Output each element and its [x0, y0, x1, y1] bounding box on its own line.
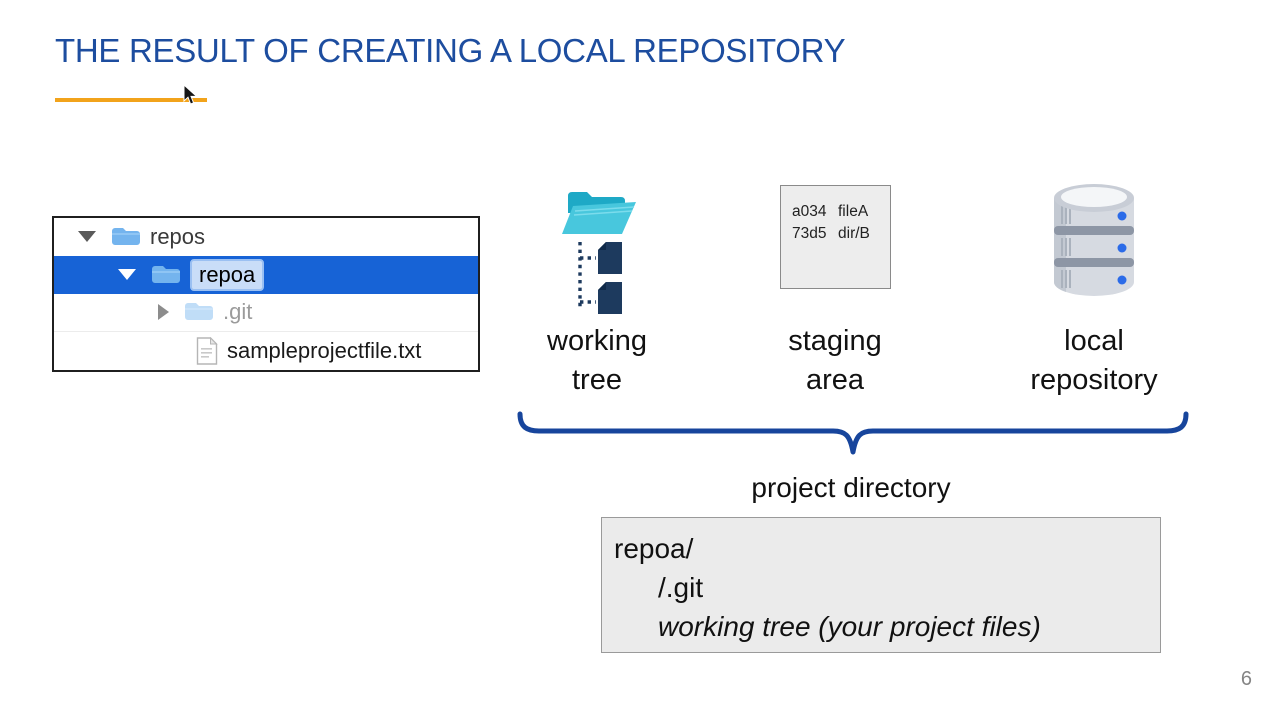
label-line: area: [805, 364, 865, 396]
staging-area-label: staging area: [750, 322, 920, 400]
document-icon: [196, 337, 218, 365]
tree-row-git: .git: [54, 294, 478, 332]
directory-structure-box: repoa/ /.git working tree (your project …: [601, 517, 1161, 653]
rename-field: repoa: [190, 258, 265, 291]
label-line: tree: [572, 364, 622, 396]
tree-row-repoa: repoa: [54, 255, 478, 294]
working-tree-icon: [562, 192, 636, 314]
folder-icon: [185, 303, 213, 321]
tree-row-repos: repos: [54, 218, 478, 256]
folder-icon: [112, 227, 140, 245]
working-tree-label: working tree: [512, 322, 682, 400]
tree-row-label: .git: [223, 299, 253, 325]
slide-title: THE RESULT OF CREATING A LOCAL REPOSITOR…: [55, 32, 846, 69]
tree-row-label: sampleprojectfile.txt: [227, 338, 422, 364]
label-line: local: [1064, 325, 1124, 357]
disclosure-right-icon: [158, 304, 169, 321]
label-line: staging: [788, 325, 882, 357]
label-line: working: [547, 325, 647, 357]
directory-line: repoa/: [614, 533, 694, 564]
label-line: repository: [1030, 364, 1158, 396]
project-directory-label: project directory: [751, 472, 951, 503]
local-repository-label: local repository: [984, 322, 1204, 400]
disclosure-down-icon: [118, 269, 136, 281]
staging-entry: 73d5 dir/B: [792, 223, 890, 245]
brace-icon: [517, 411, 1189, 455]
mouse-cursor-icon: [183, 84, 198, 105]
page-number: 6: [1240, 668, 1252, 690]
staging-entry-name: fileA: [838, 203, 869, 220]
file-tree-panel: repos repoa .git: [52, 216, 480, 372]
disclosure-down-icon: [78, 231, 96, 243]
staging-area-card: a034 fileA 73d5 dir/B: [780, 185, 891, 289]
database-icon: [1054, 184, 1134, 296]
staging-entry-name: dir/B: [838, 225, 870, 242]
directory-line: /.git: [658, 572, 704, 603]
folder-icon: [152, 265, 180, 283]
tree-row-sample-file: sampleprojectfile.txt: [54, 331, 478, 370]
directory-line: working tree (your project files): [658, 611, 1041, 642]
staging-entry-hash: a034: [792, 203, 827, 220]
title-underline: [55, 98, 207, 102]
staging-entry: a034 fileA: [792, 201, 890, 223]
staging-entry-hash: 73d5: [792, 225, 827, 242]
tree-row-label: repos: [150, 223, 206, 249]
